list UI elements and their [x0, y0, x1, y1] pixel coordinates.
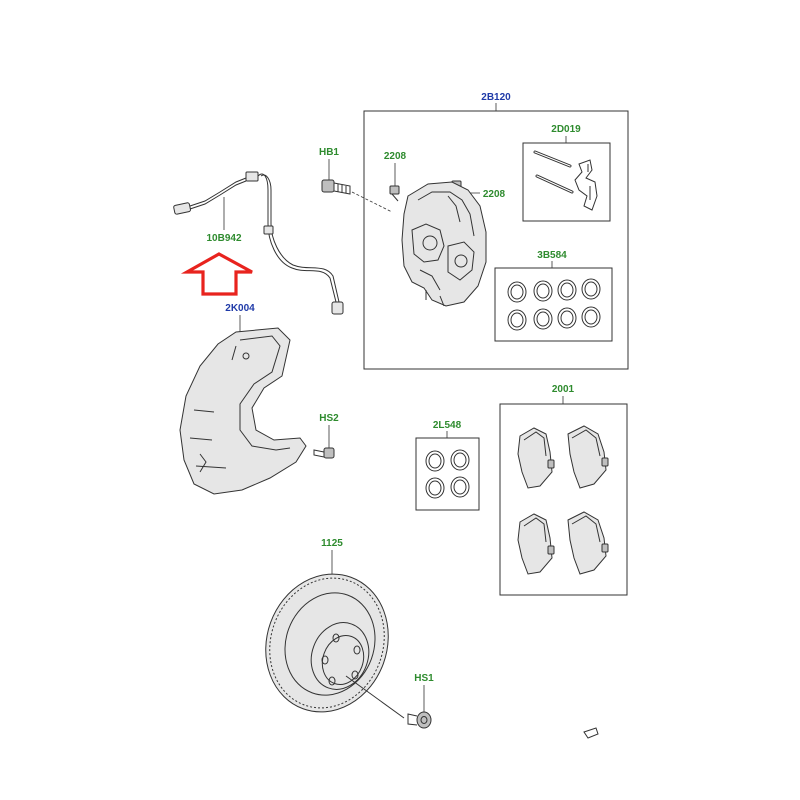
guide-pins-frame: [522, 142, 611, 222]
wear-sensor-icon: [173, 171, 344, 315]
shield-bolt-icon: [313, 447, 335, 459]
bleed-screw-left-icon: [389, 185, 400, 202]
disc-screw-group: HS1: [407, 673, 434, 729]
splash-shield-label[interactable]: 2K004: [225, 303, 255, 314]
caliper-bolt-label[interactable]: HB1: [319, 147, 339, 158]
piston-seal-kit-label[interactable]: 2L548: [433, 420, 462, 431]
publisher-mark-icon: [583, 727, 599, 739]
splash-shield-group: 2K004: [179, 303, 307, 495]
pad-set-frame: [499, 403, 628, 596]
pad-set-group: 2001: [499, 384, 628, 596]
piston-seal-kit-frame: [415, 437, 480, 511]
disc-screw-icon: [407, 711, 432, 729]
shield-bolt-group: HS2: [313, 413, 339, 459]
guide-pins-icon: [533, 150, 598, 211]
brake-disc-icon: [265, 573, 405, 719]
wear-sensor-label[interactable]: 10B942: [206, 233, 241, 244]
caliper-bolt-group: HB1: [319, 147, 393, 213]
brake-pads-icon: [517, 425, 609, 575]
pad-set-label[interactable]: 2001: [552, 384, 575, 395]
shield-bolt-label[interactable]: HS2: [319, 413, 339, 424]
disc-screw-label[interactable]: HS1: [414, 673, 434, 684]
brake-disc-group: 1125: [265, 538, 405, 719]
bleed-screw-label-right[interactable]: 2208: [483, 189, 506, 200]
caliper-bolt-icon: [321, 179, 351, 195]
piston-seal-kit-group: 2L548: [415, 420, 480, 511]
bleed-screw-label-left[interactable]: 2208: [384, 151, 407, 162]
guide-pins-label[interactable]: 2D019: [551, 124, 581, 135]
splash-shield-icon: [179, 327, 307, 495]
caliper-seal-rings-icon: [507, 278, 601, 331]
brake-disc-label[interactable]: 1125: [321, 538, 343, 549]
caliper-assembly-group: 2B120 2D019 2208 2208: [363, 92, 629, 370]
caliper-assembly-label[interactable]: 2B120: [481, 92, 511, 103]
caliper-seal-kit-label[interactable]: 3B584: [537, 250, 567, 261]
caliper-seal-kit-frame: [494, 267, 613, 342]
caliper-body-icon: [401, 181, 487, 307]
up-arrow-outline-icon: [180, 252, 253, 296]
wear-sensor-group: 10B942: [173, 171, 344, 315]
piston-seal-rings-icon: [425, 449, 470, 499]
